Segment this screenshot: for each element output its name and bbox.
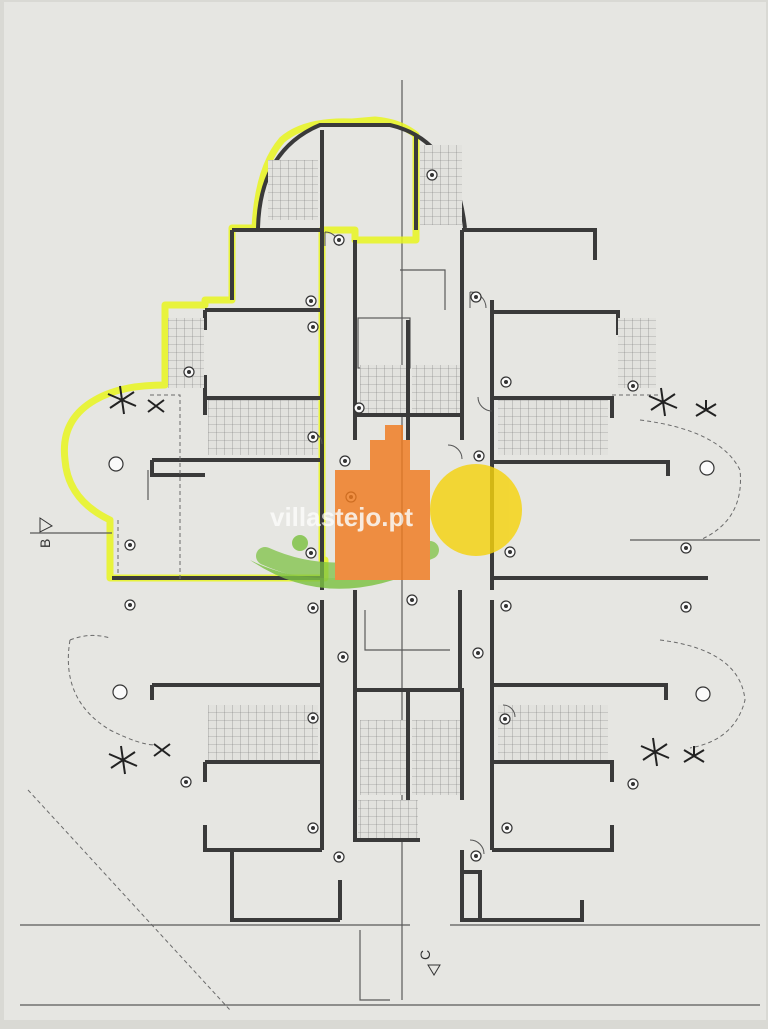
right-upper-rooms (462, 228, 708, 580)
palm-trees (107, 385, 717, 775)
watermark-text: villastejo.pt (270, 502, 413, 532)
central-bathrooms-lower (353, 610, 464, 842)
logo-watermark: villastejo.pt (250, 425, 522, 589)
left-lower-rooms (67, 634, 342, 922)
right-lower-rooms (460, 639, 746, 922)
section-label-c: C (417, 950, 433, 960)
top-bay (256, 123, 467, 230)
right-terrace-upper (612, 394, 741, 541)
lamp-icon (305, 295, 317, 307)
left-terrace-upper (117, 394, 181, 580)
section-marker-b: B (30, 517, 112, 548)
central-bathrooms-upper (355, 269, 462, 440)
highlighted-unit-outline (60, 116, 420, 582)
section-label-b: B (37, 539, 53, 548)
left-upper-rooms (112, 228, 322, 580)
section-marker-c: C (417, 950, 441, 976)
palm-tree-icon (107, 385, 137, 415)
